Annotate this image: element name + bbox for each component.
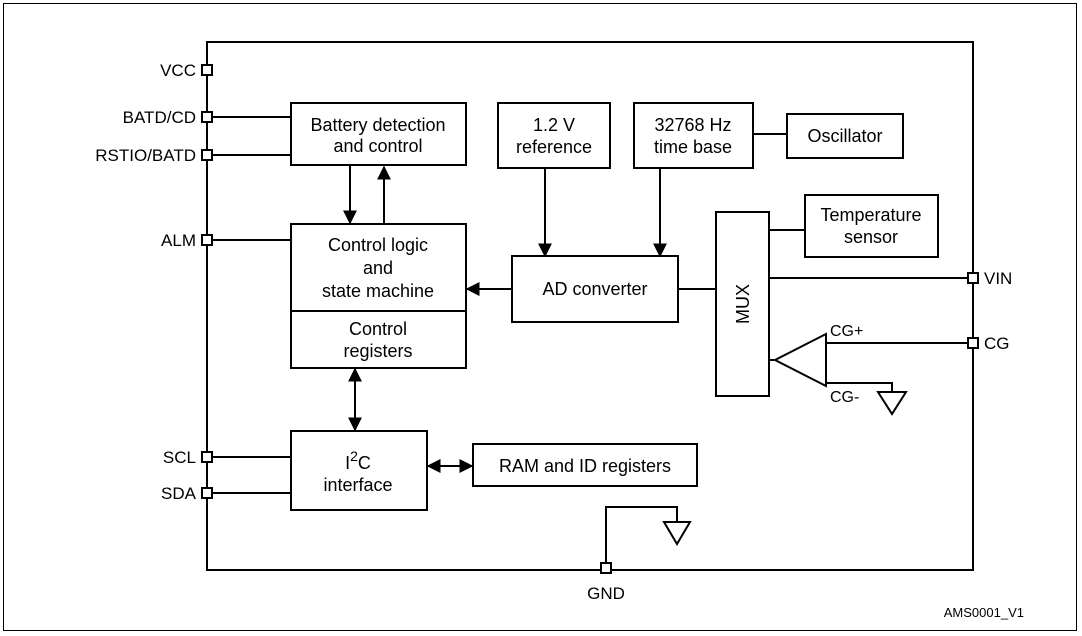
pin-label-alm: ALM (161, 231, 196, 250)
mux-label: MUX (733, 284, 753, 324)
temperature-sensor-label-1: Temperature (820, 205, 921, 225)
chip-outline (206, 41, 974, 571)
pin-label-rstio-batd: RSTIO/BATD (95, 146, 196, 165)
pin-rstio-batd (201, 149, 213, 161)
signal-label-cg-minus: CG- (830, 389, 859, 406)
control-registers-label-1: Control (349, 319, 407, 339)
ram-id-label: RAM and ID registers (499, 456, 671, 476)
time-base-block (633, 102, 754, 169)
time-base-label-2: time base (654, 137, 732, 157)
wire-cg-minus (825, 377, 893, 392)
pin-label-sda: SDA (161, 484, 197, 503)
pin-label-cg: CG (984, 334, 1010, 353)
ad-converter-block (511, 255, 679, 323)
pin-alm (201, 234, 213, 246)
pin-scl (201, 451, 213, 463)
pin-cg (967, 337, 979, 349)
pin-vin (967, 272, 979, 284)
figure-reference-label: AMS0001_V1 (944, 605, 1024, 620)
battery-detection-block (290, 102, 467, 166)
control-registers-label-2: registers (343, 341, 412, 361)
pin-sda (201, 487, 213, 499)
temperature-sensor-label-2: sensor (844, 227, 898, 247)
oscillator-block (786, 113, 904, 159)
battery-detection-label-1: Battery detection (310, 115, 445, 135)
ram-id-block (472, 443, 698, 487)
control-logic-block (290, 223, 467, 369)
reference-label-2: reference (516, 137, 592, 157)
battery-detection-label-2: and control (333, 136, 422, 156)
time-base-label-1: 32768 Hz (654, 115, 731, 135)
i2c-label-1: I2C (345, 448, 371, 473)
pin-batd-cd (201, 111, 213, 123)
pin-label-vcc: VCC (160, 61, 196, 80)
control-logic-label-1: Control logic (328, 235, 428, 255)
pin-label-scl: SCL (163, 448, 196, 467)
wire-cg-plus (825, 342, 968, 345)
pin-label-vin: VIN (984, 269, 1012, 288)
reference-block (497, 102, 611, 169)
reference-label-1: 1.2 V (533, 115, 575, 135)
i2c-interface-block (290, 430, 428, 511)
figure-frame (3, 3, 1077, 631)
oscillator-label: Oscillator (807, 126, 882, 146)
ground-symbol-internal (662, 521, 692, 546)
amplifier-symbol (772, 332, 827, 388)
wire-gnd-internal (605, 506, 678, 563)
pin-vcc (201, 64, 213, 76)
mux-block (715, 211, 770, 397)
signal-label-cg-plus: CG+ (830, 323, 863, 340)
pin-label-batd-cd: BATD/CD (123, 108, 196, 127)
pin-gnd (600, 562, 612, 574)
ad-converter-label: AD converter (542, 279, 647, 299)
control-logic-label-3: state machine (322, 281, 434, 301)
control-logic-label-2: and (363, 258, 393, 278)
temperature-sensor-block (804, 194, 939, 258)
pin-label-gnd: GND (587, 584, 625, 603)
ground-symbol-cg (876, 391, 908, 416)
i2c-label-2: interface (323, 475, 392, 495)
